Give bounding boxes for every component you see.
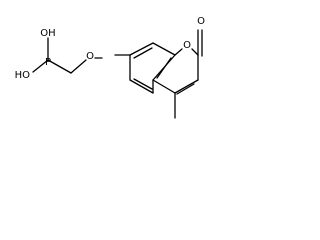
chemical-structure: O O O P OH HO: [15, 16, 205, 119]
bond-c4-c4a: [152, 79, 176, 94]
bond-c4a-c8a-inner: [156, 57, 172, 79]
atom-carbonyl-oxygen: O: [197, 16, 205, 27]
structure-canvas: O O O P OH HO: [0, 0, 218, 148]
bond-p-oh-left: [32, 59, 49, 73]
bond-c3-c4-double: [176, 83, 195, 95]
atom-ether-oxygen: O: [86, 51, 94, 62]
atom-ring-oxygen: O: [183, 40, 191, 51]
bond-c8a-o1: [174, 48, 183, 56]
bond-c6-c5-double: [133, 78, 153, 90]
bond-c3-c4: [174, 79, 199, 94]
bond-c8-c7-double: [133, 47, 153, 59]
bond-ch2-p: [47, 59, 72, 74]
bond-c6-c5: [129, 79, 154, 94]
bond-o-ether-ch2: [70, 59, 87, 74]
atom-phosphorus: P: [45, 57, 51, 68]
atom-hydroxyl-top: OH: [40, 28, 55, 39]
bond-o1-c2: [191, 48, 199, 56]
bond-c8-c7: [129, 42, 154, 56]
atom-hydroxyl-left: HO: [15, 70, 31, 81]
bond-c8a-c8: [152, 42, 176, 56]
